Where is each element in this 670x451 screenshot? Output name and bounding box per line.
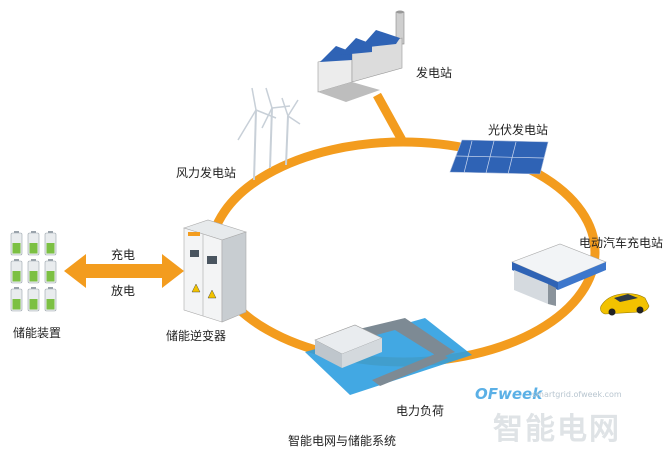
load-building bbox=[314, 324, 383, 368]
plant-connector bbox=[373, 92, 407, 145]
power-plant-icon bbox=[317, 10, 405, 102]
pv-panel-icon bbox=[449, 139, 549, 175]
label-load: 电力负荷 bbox=[396, 404, 445, 418]
battery-pack-icon bbox=[10, 231, 57, 312]
battery-cell-icon bbox=[27, 231, 40, 256]
label-wind-farm: 风力发电站 bbox=[176, 166, 237, 180]
inverter-cabinet-icon bbox=[183, 219, 247, 323]
ev-station-icon bbox=[511, 243, 607, 306]
label-inverter: 储能逆变器 bbox=[166, 329, 227, 343]
label-charge: 充电 bbox=[111, 248, 136, 262]
watermark-brand: OFweek bbox=[475, 385, 543, 403]
watermark-channel: 智能电网 bbox=[493, 412, 621, 447]
battery-cell-icon bbox=[44, 231, 57, 256]
battery-cell-icon bbox=[10, 231, 23, 256]
label-power-plant: 发电站 bbox=[416, 66, 453, 80]
label-ev-station: 电动汽车充电站 bbox=[579, 236, 664, 250]
battery-cell-icon bbox=[44, 287, 57, 312]
label-storage: 储能装置 bbox=[13, 326, 62, 340]
battery-cell-icon bbox=[10, 287, 23, 312]
watermark-site: smartgrid.ofweek.com bbox=[532, 390, 622, 399]
wind-turbine-icon bbox=[237, 87, 301, 181]
label-pv-station: 光伏发电站 bbox=[488, 123, 549, 137]
ev-car-icon bbox=[600, 293, 650, 316]
battery-cell-icon bbox=[10, 259, 23, 284]
label-discharge: 放电 bbox=[111, 284, 136, 298]
load-road bbox=[355, 318, 455, 358]
battery-cell-icon bbox=[27, 259, 40, 284]
diagram-caption: 智能电网与储能系统 bbox=[288, 434, 397, 448]
battery-cell-icon bbox=[27, 287, 40, 312]
charge-discharge-arrow bbox=[64, 254, 184, 288]
load-road-2 bbox=[372, 352, 448, 386]
battery-cell-icon bbox=[44, 259, 57, 284]
